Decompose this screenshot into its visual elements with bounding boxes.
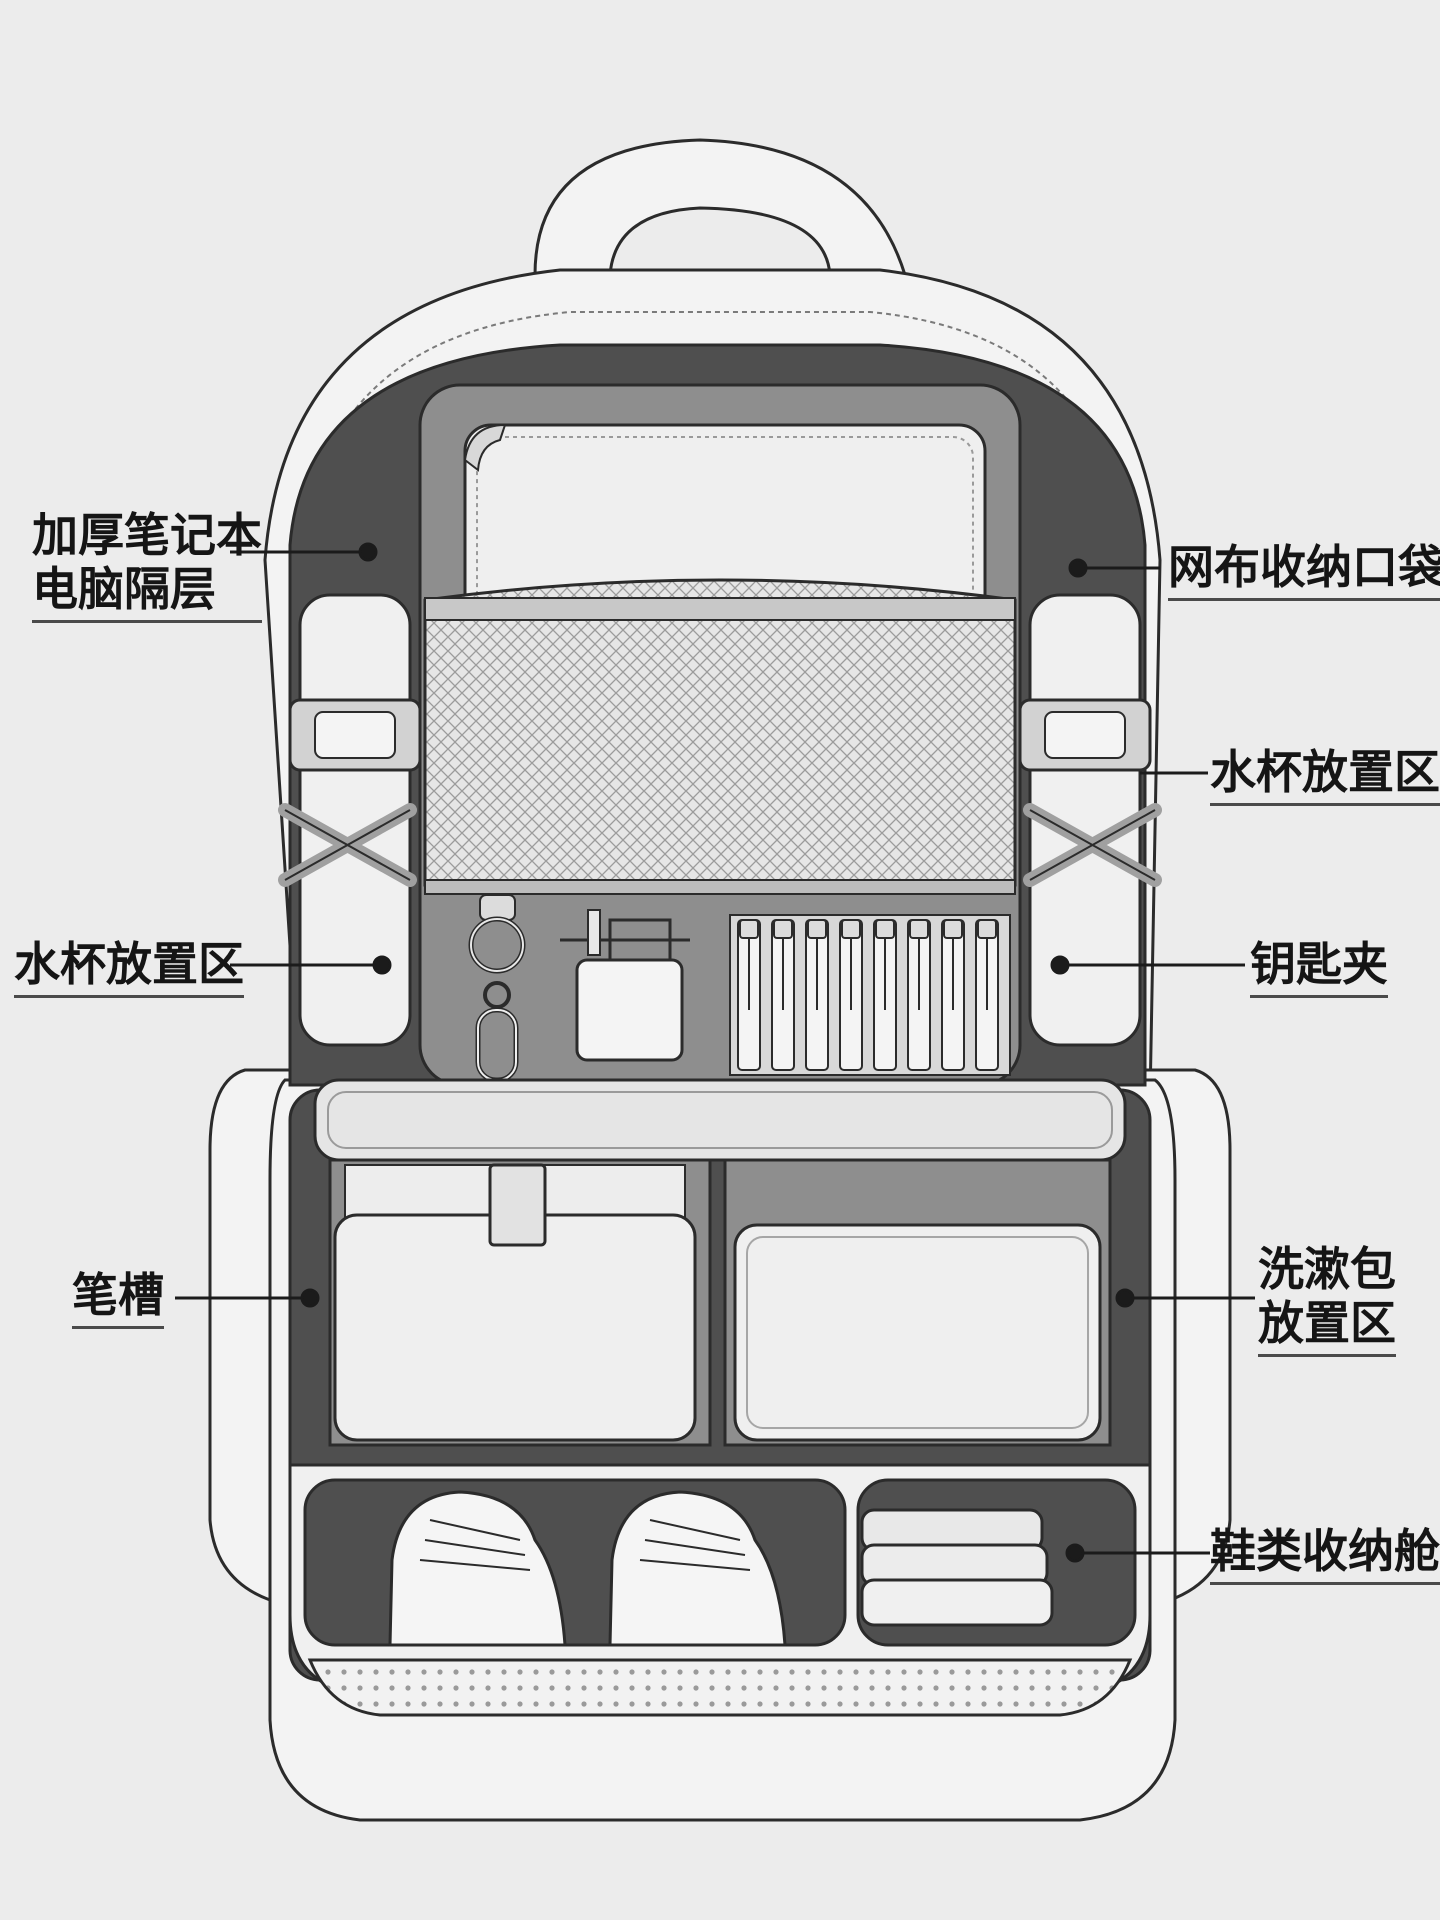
bottle-left-label: 水杯放置区 (14, 937, 244, 998)
toiletry-label-line1: 洗漱包 (1258, 1242, 1396, 1296)
left-bottle (278, 593, 422, 1047)
pen (907, 919, 931, 1071)
mesh-pocket-text: 网布收纳口袋 (1168, 540, 1440, 594)
laptop-label-line1: 加厚笔记本 (32, 508, 262, 562)
shoe-left (388, 1490, 567, 1647)
bottle-left-text: 水杯放置区 (14, 937, 244, 991)
bottle-right-label: 水杯放置区 (1210, 745, 1440, 806)
shoe-compartment (288, 1463, 1152, 1717)
left-storage-box (333, 1163, 697, 1442)
toiletry-box (733, 1223, 1102, 1442)
mesh-pocket-label: 网布收纳口袋 (1168, 540, 1440, 601)
pen (873, 919, 897, 1071)
pen (805, 919, 829, 1071)
pen (839, 919, 863, 1071)
pen-slot-text: 笔槽 (72, 1268, 164, 1322)
bottle-right-text: 水杯放置区 (1210, 745, 1440, 799)
toiletry-label-line2: 放置区 (1258, 1296, 1396, 1350)
key-clip-label: 钥匙夹 (1250, 937, 1388, 998)
shoe-compartment-label: 鞋类收纳舱 (1210, 1524, 1440, 1585)
shoe-compartment-text: 鞋类收纳舱 (1210, 1524, 1440, 1578)
mesh-pocket (423, 578, 1017, 895)
toiletry-label: 洗漱包 放置区 (1258, 1242, 1396, 1357)
top-handle (533, 138, 908, 277)
pen (941, 919, 965, 1071)
pen-slot-label: 笔槽 (72, 1268, 164, 1329)
folded-items (860, 1508, 1054, 1627)
leader-lines (175, 542, 1255, 1563)
pen (975, 919, 999, 1071)
pen-slots (729, 914, 1011, 1076)
card-holder (560, 909, 690, 1062)
pen (737, 919, 761, 1071)
shoe-right (608, 1490, 787, 1647)
pen (771, 919, 795, 1071)
right-bottle (1018, 593, 1162, 1047)
laptop-label-line2: 电脑隔层 (32, 562, 216, 616)
key-clip-text: 钥匙夹 (1250, 937, 1388, 991)
laptop-compartment-label: 加厚笔记本 电脑隔层 (32, 508, 262, 623)
